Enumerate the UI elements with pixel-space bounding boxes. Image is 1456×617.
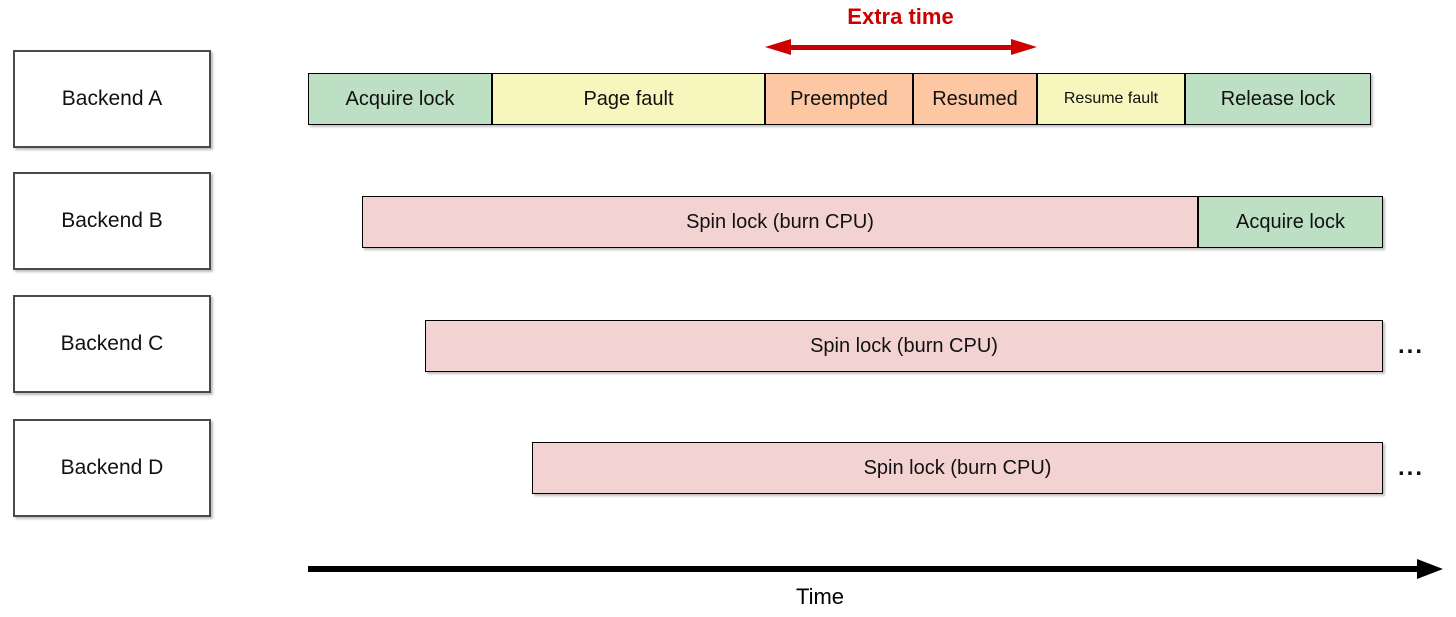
backend-box-backend-a: Backend A <box>13 50 211 148</box>
timeline-bar-backend-b: Spin lock (burn CPU)Acquire lock <box>362 196 1383 248</box>
backend-box-backend-c: Backend C <box>13 295 211 393</box>
backend-label: Backend C <box>60 332 164 355</box>
time-axis-label: Time <box>795 584 845 609</box>
segment-acquire-lock: Acquire lock <box>308 73 492 125</box>
arrow-right-head-icon <box>1011 39 1037 55</box>
backend-box-backend-d: Backend D <box>13 419 211 517</box>
backend-box-backend-b: Backend B <box>13 172 211 270</box>
time-axis-head-icon <box>1417 559 1443 579</box>
extra-time-arrow <box>765 39 1037 55</box>
arrow-left-head-icon <box>765 39 791 55</box>
segment-spin-lock-burn-cpu: Spin lock (burn CPU) <box>425 320 1383 372</box>
backend-label: Backend D <box>60 456 164 479</box>
continuation-ellipsis-backend-c: ... <box>1398 332 1425 359</box>
backend-label: Backend A <box>61 87 163 110</box>
segment-resume-fault: Resume fault <box>1037 73 1185 125</box>
timeline-bar-backend-c: Spin lock (burn CPU) <box>425 320 1383 372</box>
continuation-ellipsis-backend-d: ... <box>1398 454 1425 481</box>
segment-page-fault: Page fault <box>492 73 765 125</box>
time-axis-line <box>308 566 1423 572</box>
extra-time-label: Extra time <box>847 4 954 29</box>
time-axis-arrow <box>308 559 1443 579</box>
segment-acquire-lock: Acquire lock <box>1198 196 1383 248</box>
segment-preempted: Preempted <box>765 73 913 125</box>
segment-spin-lock-burn-cpu: Spin lock (burn CPU) <box>362 196 1198 248</box>
segment-spin-lock-burn-cpu: Spin lock (burn CPU) <box>532 442 1383 494</box>
arrow-line <box>783 44 1019 50</box>
segment-resumed: Resumed <box>913 73 1037 125</box>
timeline-bar-backend-d: Spin lock (burn CPU) <box>532 442 1383 494</box>
segment-release-lock: Release lock <box>1185 73 1371 125</box>
backend-label: Backend B <box>61 209 163 232</box>
